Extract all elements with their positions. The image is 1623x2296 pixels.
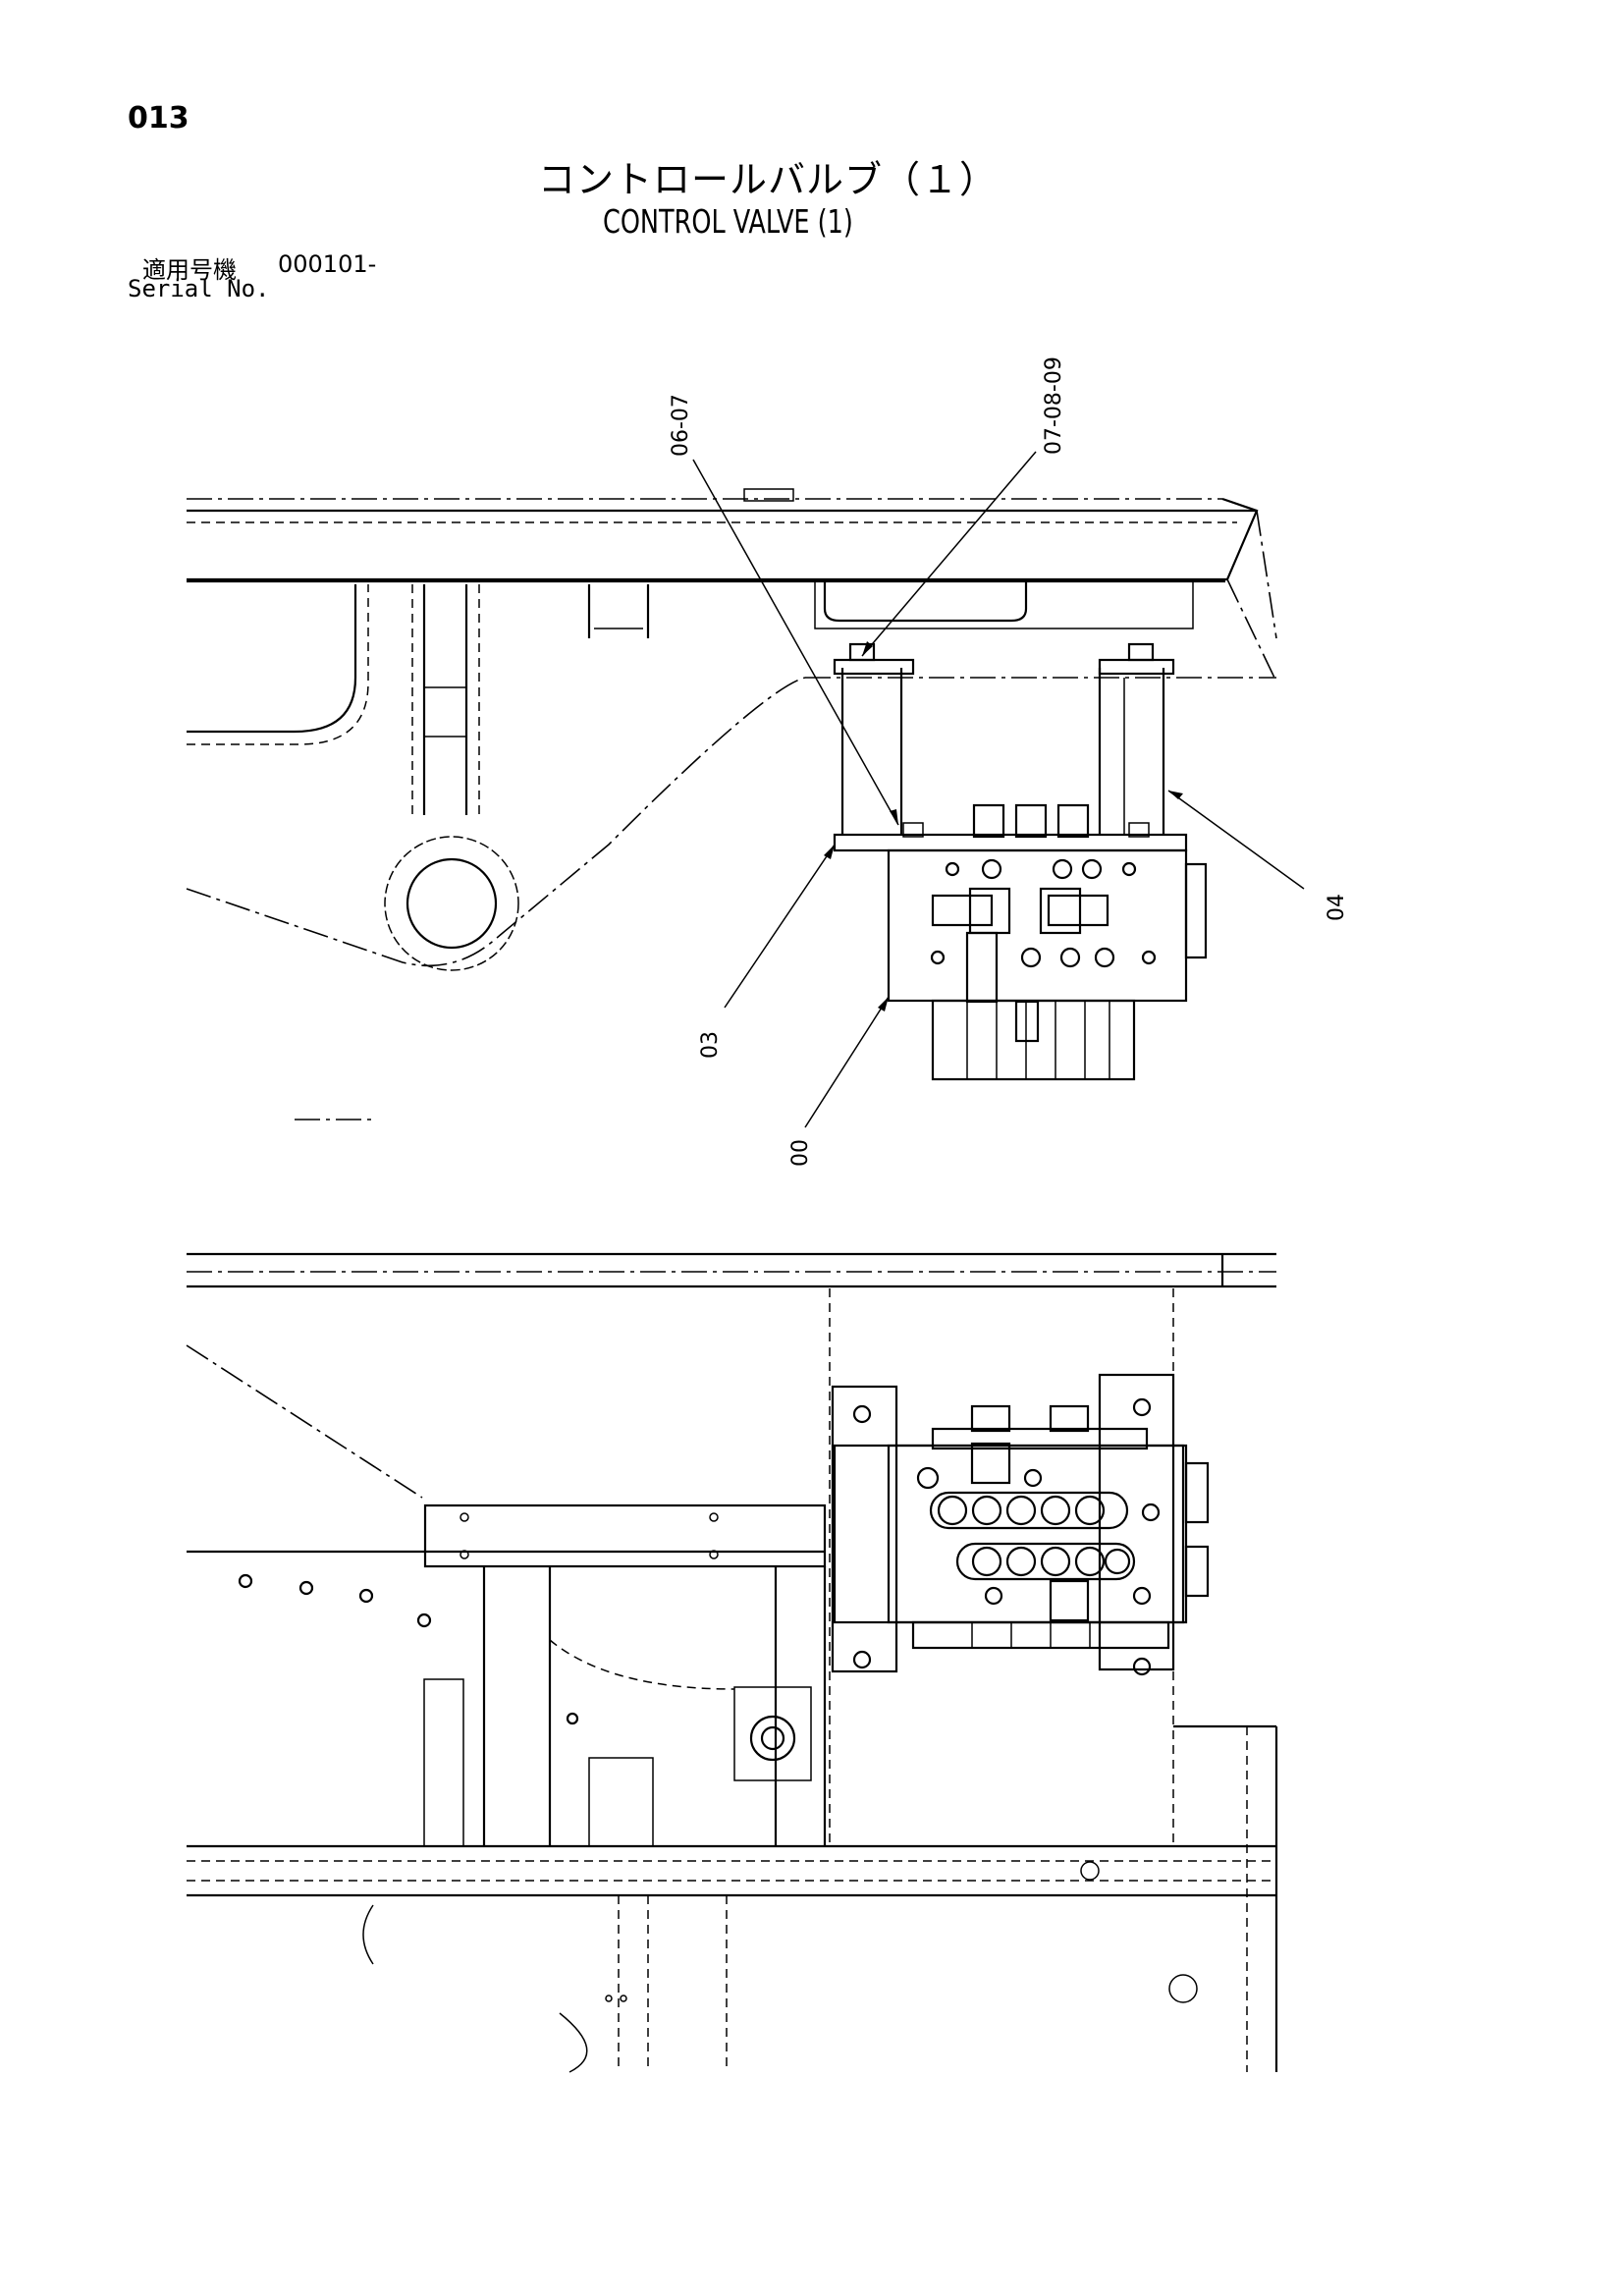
callout-06-07: 06-07 xyxy=(669,394,693,457)
callout-04: 04 xyxy=(1325,894,1349,921)
title-english: CONTROL VALVE (1) xyxy=(603,202,853,241)
serial-number-value: 000101- xyxy=(278,250,377,278)
serial-label-japanese: 適用号機 xyxy=(142,256,237,284)
callout-leaders xyxy=(692,451,1305,1128)
serial-label-english: Serial No. xyxy=(128,275,270,302)
callout-07-08-09: 07-08-09 xyxy=(1042,356,1066,455)
title-japanese: コントロールバルブ（１） xyxy=(538,158,999,201)
callout-03: 03 xyxy=(698,1031,723,1059)
lower-view-frame xyxy=(186,1252,1278,2073)
upper-view-frame xyxy=(186,488,1277,1121)
callout-00: 00 xyxy=(788,1139,813,1167)
page-number: 013 xyxy=(128,101,189,136)
callout-labels: 06-07 07-08-09 04 03 00 xyxy=(669,356,1349,1167)
